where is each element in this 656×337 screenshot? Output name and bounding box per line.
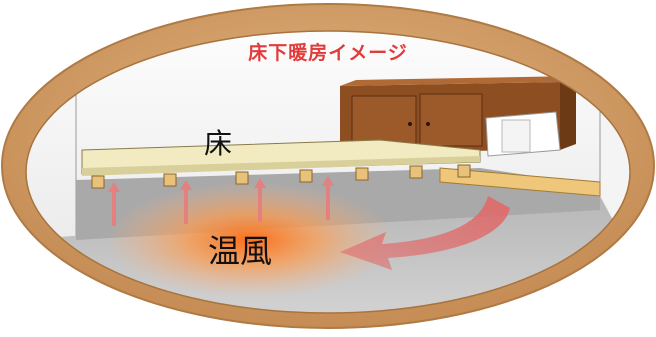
up-arrow [180,180,192,224]
sill-beam [439,167,601,197]
heat-up-arrows [108,176,334,226]
air-vent-unit [485,111,561,157]
warm-air-glow [105,182,395,298]
floor-joists [91,164,471,189]
up-arrow [108,182,120,226]
up-arrow [322,176,334,220]
up-arrow [254,178,266,222]
floor-edge [82,156,480,176]
circulation-arrow [340,196,510,270]
oval-rim [25,30,631,314]
